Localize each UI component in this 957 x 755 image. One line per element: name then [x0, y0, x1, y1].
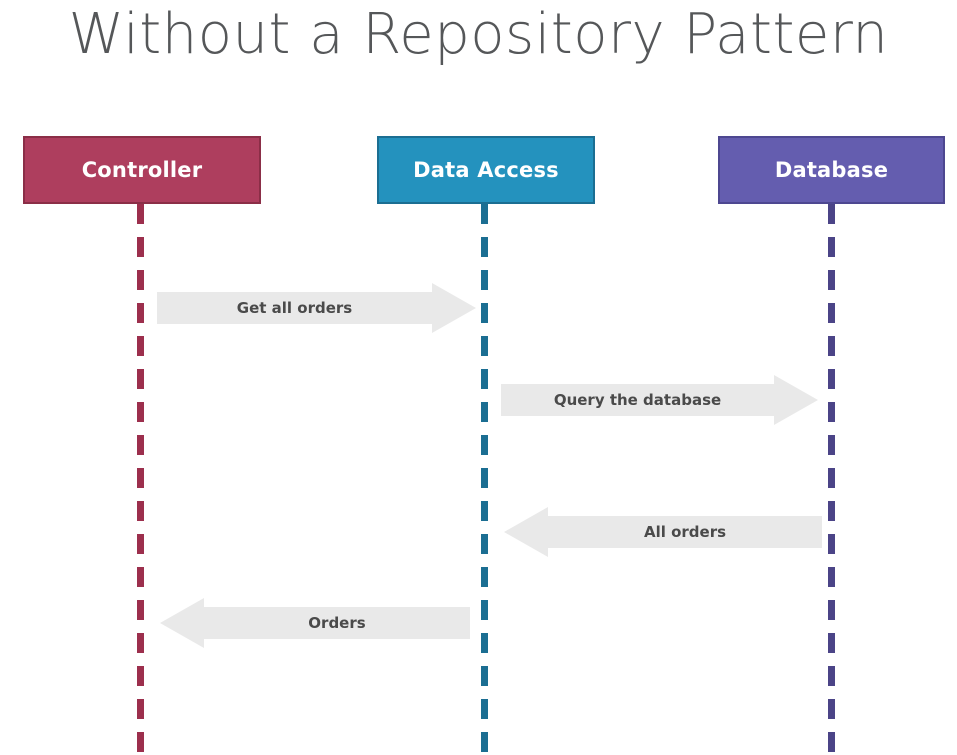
message-arrow-all-orders[interactable]: All orders — [504, 507, 822, 557]
lifeline-dash — [137, 666, 144, 686]
lifeline-dash — [481, 633, 488, 653]
lifeline-dash — [828, 435, 835, 455]
lifeline-dash — [828, 699, 835, 719]
lifeline-dash — [481, 270, 488, 290]
lifeline-dash — [481, 237, 488, 257]
lifeline-database — [828, 204, 835, 755]
participant-label-controller: Controller — [81, 158, 203, 182]
lifeline-data-access — [481, 204, 488, 755]
lifeline-dash — [481, 369, 488, 389]
page-title: Without a Repository Pattern — [68, 2, 889, 67]
lifeline-dash — [481, 732, 488, 752]
lifeline-dash — [137, 534, 144, 554]
lifeline-dash — [481, 699, 488, 719]
arrow-right-icon — [501, 375, 818, 425]
lifeline-dash — [828, 270, 835, 290]
lifeline-dash — [828, 567, 835, 587]
lifeline-dash — [481, 303, 488, 323]
arrow-left-icon — [160, 598, 470, 648]
lifeline-dash — [828, 501, 835, 521]
participant-box-data-access[interactable]: Data Access — [377, 136, 595, 204]
lifeline-dash — [137, 600, 144, 620]
message-label-orders: Orders — [308, 614, 366, 632]
arrow-right-icon — [157, 283, 476, 333]
lifeline-dash — [828, 237, 835, 257]
lifeline-dash — [828, 303, 835, 323]
lifeline-dash — [137, 402, 144, 422]
lifeline-dash — [137, 435, 144, 455]
participant-label-data-access: Data Access — [413, 158, 559, 182]
lifeline-dash — [828, 633, 835, 653]
lifeline-dash — [828, 600, 835, 620]
lifeline-dash — [481, 666, 488, 686]
message-arrow-orders[interactable]: Orders — [160, 598, 470, 648]
participant-label-database: Database — [774, 158, 889, 182]
lifeline-dash — [481, 435, 488, 455]
lifeline-dash — [481, 402, 488, 422]
lifeline-dash — [137, 270, 144, 290]
lifeline-dash — [481, 600, 488, 620]
lifeline-dash — [137, 237, 144, 257]
arrow-left-icon — [504, 507, 822, 557]
lifeline-dash — [828, 402, 835, 422]
lifeline-dash — [137, 501, 144, 521]
participant-box-controller[interactable]: Controller — [23, 136, 261, 204]
lifeline-dash — [828, 534, 835, 554]
lifeline-dash — [828, 666, 835, 686]
message-arrow-get-all-orders[interactable]: Get all orders — [157, 283, 476, 333]
lifeline-dash — [828, 204, 835, 224]
message-label-get-all-orders: Get all orders — [236, 299, 353, 317]
message-label-query-the-database: Query the database — [553, 391, 722, 409]
lifeline-dash — [137, 303, 144, 323]
message-label-all-orders: All orders — [643, 523, 727, 541]
lifeline-dash — [481, 501, 488, 521]
lifeline-dash — [137, 699, 144, 719]
lifeline-controller — [137, 204, 144, 755]
participant-box-database[interactable]: Database — [718, 136, 945, 204]
lifeline-dash — [481, 336, 488, 356]
lifeline-dash — [137, 567, 144, 587]
lifeline-dash — [828, 468, 835, 488]
lifeline-dash — [137, 468, 144, 488]
lifeline-dash — [137, 633, 144, 653]
lifeline-dash — [137, 369, 144, 389]
message-arrow-query-the-database[interactable]: Query the database — [501, 375, 818, 425]
lifeline-dash — [828, 732, 835, 752]
lifeline-dash — [481, 567, 488, 587]
lifeline-dash — [137, 204, 144, 224]
lifeline-dash — [481, 468, 488, 488]
lifeline-dash — [481, 534, 488, 554]
lifeline-dash — [828, 369, 835, 389]
lifeline-dash — [137, 336, 144, 356]
lifeline-dash — [137, 732, 144, 752]
lifeline-dash — [481, 204, 488, 224]
lifeline-dash — [828, 336, 835, 356]
